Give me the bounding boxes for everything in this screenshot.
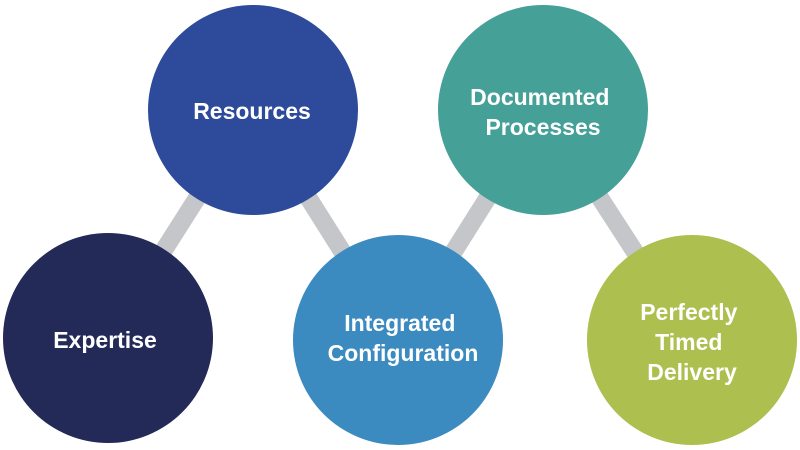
label-expertise: Expertise — [53, 327, 157, 353]
node-integrated-configuration: Integrated Configuration — [293, 235, 503, 445]
label-delivery-line-2: Timed — [655, 329, 722, 355]
node-documented-processes: Documented Processes — [438, 5, 648, 215]
label-perfectly-timed-delivery: Perfectly Timed Delivery — [640, 299, 744, 385]
circle-integrated-configuration — [293, 235, 503, 445]
circle-documented-processes — [438, 5, 648, 215]
label-integrated-line-1: Integrated — [344, 310, 455, 336]
label-documented-processes: Documented Processes — [470, 84, 616, 140]
label-documented-line-1: Documented — [470, 84, 609, 110]
circle-resources — [148, 5, 358, 215]
node-expertise: Expertise — [3, 233, 213, 443]
label-delivery-line-3: Delivery — [647, 359, 737, 385]
label-resources-line-1: Resources — [193, 98, 311, 124]
label-integrated-configuration: Integrated Configuration — [328, 310, 479, 366]
circle-expertise — [3, 233, 213, 443]
circle-perfectly-timed-delivery — [587, 235, 797, 445]
label-resources: Resources — [193, 98, 311, 124]
label-delivery-line-1: Perfectly — [640, 299, 737, 325]
node-perfectly-timed-delivery: Perfectly Timed Delivery — [587, 235, 797, 445]
label-integrated-line-2: Configuration — [328, 340, 479, 366]
label-expertise-line-1: Expertise — [53, 327, 157, 353]
node-resources: Resources — [148, 5, 358, 215]
label-documented-line-2: Processes — [485, 114, 600, 140]
